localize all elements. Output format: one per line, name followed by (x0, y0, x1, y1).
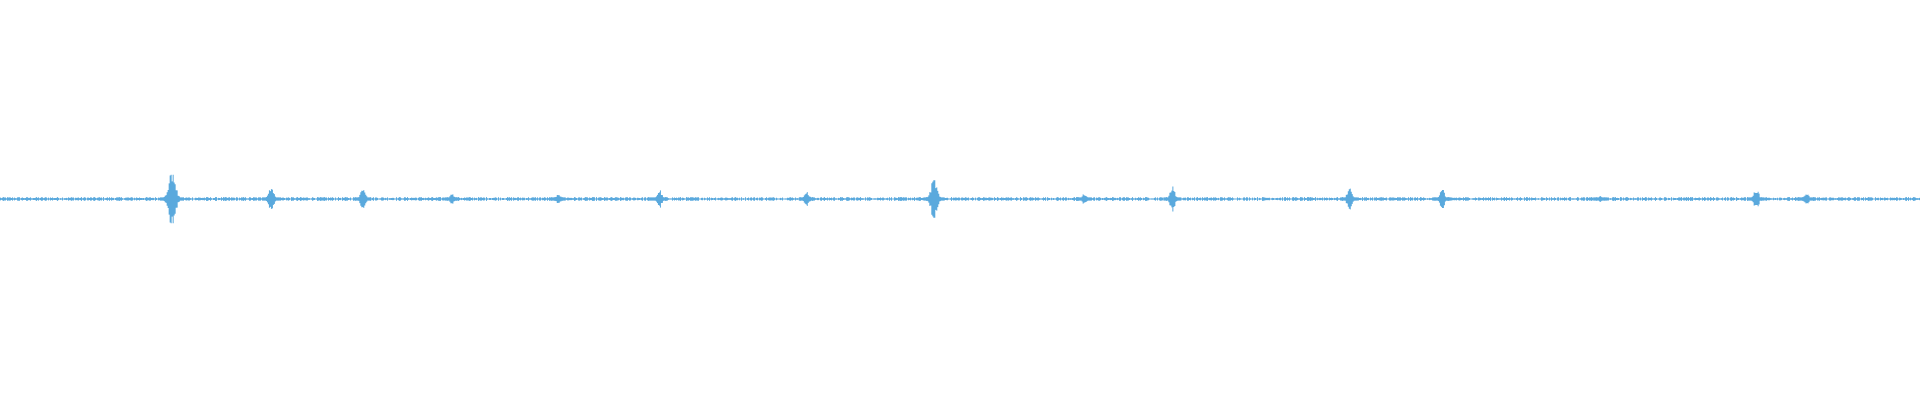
waveform-burst-12 (1433, 189, 1451, 209)
waveform-burst-6 (650, 190, 668, 208)
waveform-burst-4 (444, 194, 460, 204)
waveform-burst-10 (1163, 186, 1182, 212)
waveform-burst-7 (798, 192, 815, 206)
waveform-burst-11 (1340, 188, 1358, 210)
waveform-burst-14 (1747, 191, 1765, 207)
waveform-burst-5 (550, 195, 566, 203)
waveform-burst-8 (923, 180, 945, 218)
waveform-burst-1 (159, 174, 184, 224)
waveform-burst-3 (354, 190, 372, 208)
waveform-burst-15 (1798, 194, 1814, 204)
waveform-burst-9 (1076, 194, 1092, 204)
waveform-baseline-noise (0, 197, 1920, 201)
waveform-burst-2 (261, 189, 280, 209)
waveform-burst-13 (1593, 196, 1608, 202)
waveform-bursts (159, 174, 1814, 224)
waveform-baseline (0, 197, 1920, 201)
